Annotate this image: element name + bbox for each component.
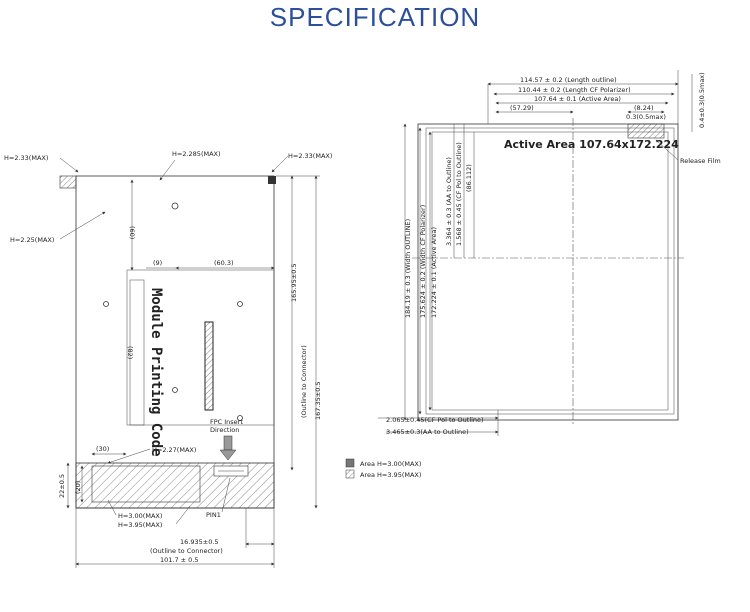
dim-9: (9): [153, 259, 162, 267]
corner-tab-right: [268, 176, 276, 184]
polarizer-outline: [425, 127, 675, 415]
dim-16935-sub: (Outline to Connector): [150, 547, 223, 555]
legend-swatch-solid: [345, 458, 355, 468]
dim-17562: 175.624 ± 0.2 (Width CF Polarizer): [419, 205, 427, 318]
dim-2065: 2.065±0.45(CF Pol to Outline): [386, 416, 484, 424]
page-title: SPECIFICATION: [269, 2, 481, 32]
dim-top-right: 0.4±0.3(0.5max): [698, 72, 706, 128]
dim-16595-sub: (Outline to Connector): [300, 345, 308, 418]
dim-3364: 3.364 ± 0.3 (AA to Outline): [445, 157, 453, 246]
dim-16935: 16.935±0.5: [180, 538, 219, 546]
h-233-right-label: H=2.33(MAX): [288, 152, 332, 160]
legend-swatch-hatched: [345, 469, 355, 479]
corner-tab-left: [59, 175, 77, 189]
h-227-label: H=2.27(MAX): [152, 446, 196, 454]
dim-10764: 107.64 ± 0.1 (Active Area): [534, 95, 621, 103]
right-view: Active Area 107.64x172.224 114.57 ± 0.2 …: [378, 70, 721, 436]
active-area-label: Active Area 107.64x172.224: [504, 138, 679, 151]
panel-outline: [417, 123, 679, 421]
dim-30: (30): [96, 445, 109, 453]
release-film: [627, 123, 665, 139]
dim-603: (60.3): [214, 259, 234, 267]
release-film-label: Release Film: [680, 157, 721, 165]
dim-60: (60): [128, 226, 136, 239]
dim-03: 0.3(0.5max): [626, 113, 666, 121]
fpc-arrow-icon: [223, 435, 233, 451]
mount-hole: [172, 387, 178, 393]
dim-3465: 3.465±0.3(AA to Outline): [386, 428, 469, 436]
pin1-label: PIN1: [206, 511, 221, 519]
dim-5729: (57.29): [510, 104, 534, 112]
dim-20: (20): [74, 481, 82, 494]
dim-82: (82): [126, 346, 134, 359]
module-printing-code: Module Printing Code: [148, 288, 164, 457]
dim-16595: 165.95±0.5: [290, 263, 298, 302]
dim-11457: 114.57 ± 0.2 (Length outline): [520, 76, 617, 84]
dim-1017: 101.7 ± 0.5: [160, 556, 199, 564]
dim-18419: 184.19 ± 0.3 (Width OUTLINE): [404, 219, 412, 318]
active-area-outline: [431, 131, 669, 411]
fpc-insert-line2: Direction: [210, 426, 239, 434]
mount-hole: [237, 301, 243, 307]
h-233-left-label: H=2.33(MAX): [4, 154, 48, 162]
dim-8612: (86.112): [465, 164, 473, 192]
h-225-label: H=2.25(MAX): [10, 236, 54, 244]
mount-hole: [103, 301, 109, 307]
mount-hole: [237, 415, 243, 421]
barcode: [204, 321, 214, 411]
mount-hole: [171, 202, 179, 210]
dim-11044: 110.44 ± 0.2 (Length CF Polarizer): [518, 86, 631, 94]
h-395-label: H=3.95(MAX): [118, 521, 162, 529]
dim-824: (8.24): [634, 104, 654, 112]
fpc-insert-line1: FPC Insert: [210, 418, 243, 426]
legend-area1: Area H=3.00(MAX): [360, 460, 421, 468]
dim-22: 22±0.5: [58, 474, 66, 498]
legend: Area H=3.00(MAX) Area H=3.95(MAX): [345, 458, 421, 479]
h-2285-label: H=2.285(MAX): [172, 150, 221, 158]
left-view: Module Printing Code H=2.33(MAX) H=2.285…: [4, 150, 332, 568]
dim-1568: 1.568 ± 0.45 (CF Pol to Outline): [455, 142, 463, 246]
dim-16735: 167.35±0.5: [314, 381, 322, 420]
module-outline: [75, 175, 275, 509]
legend-area2: Area H=3.95(MAX): [360, 471, 421, 479]
h-300-label: H=3.00(MAX): [118, 512, 162, 520]
dim-172224: 172.224 ± 0.1 (Active Area): [430, 227, 438, 318]
